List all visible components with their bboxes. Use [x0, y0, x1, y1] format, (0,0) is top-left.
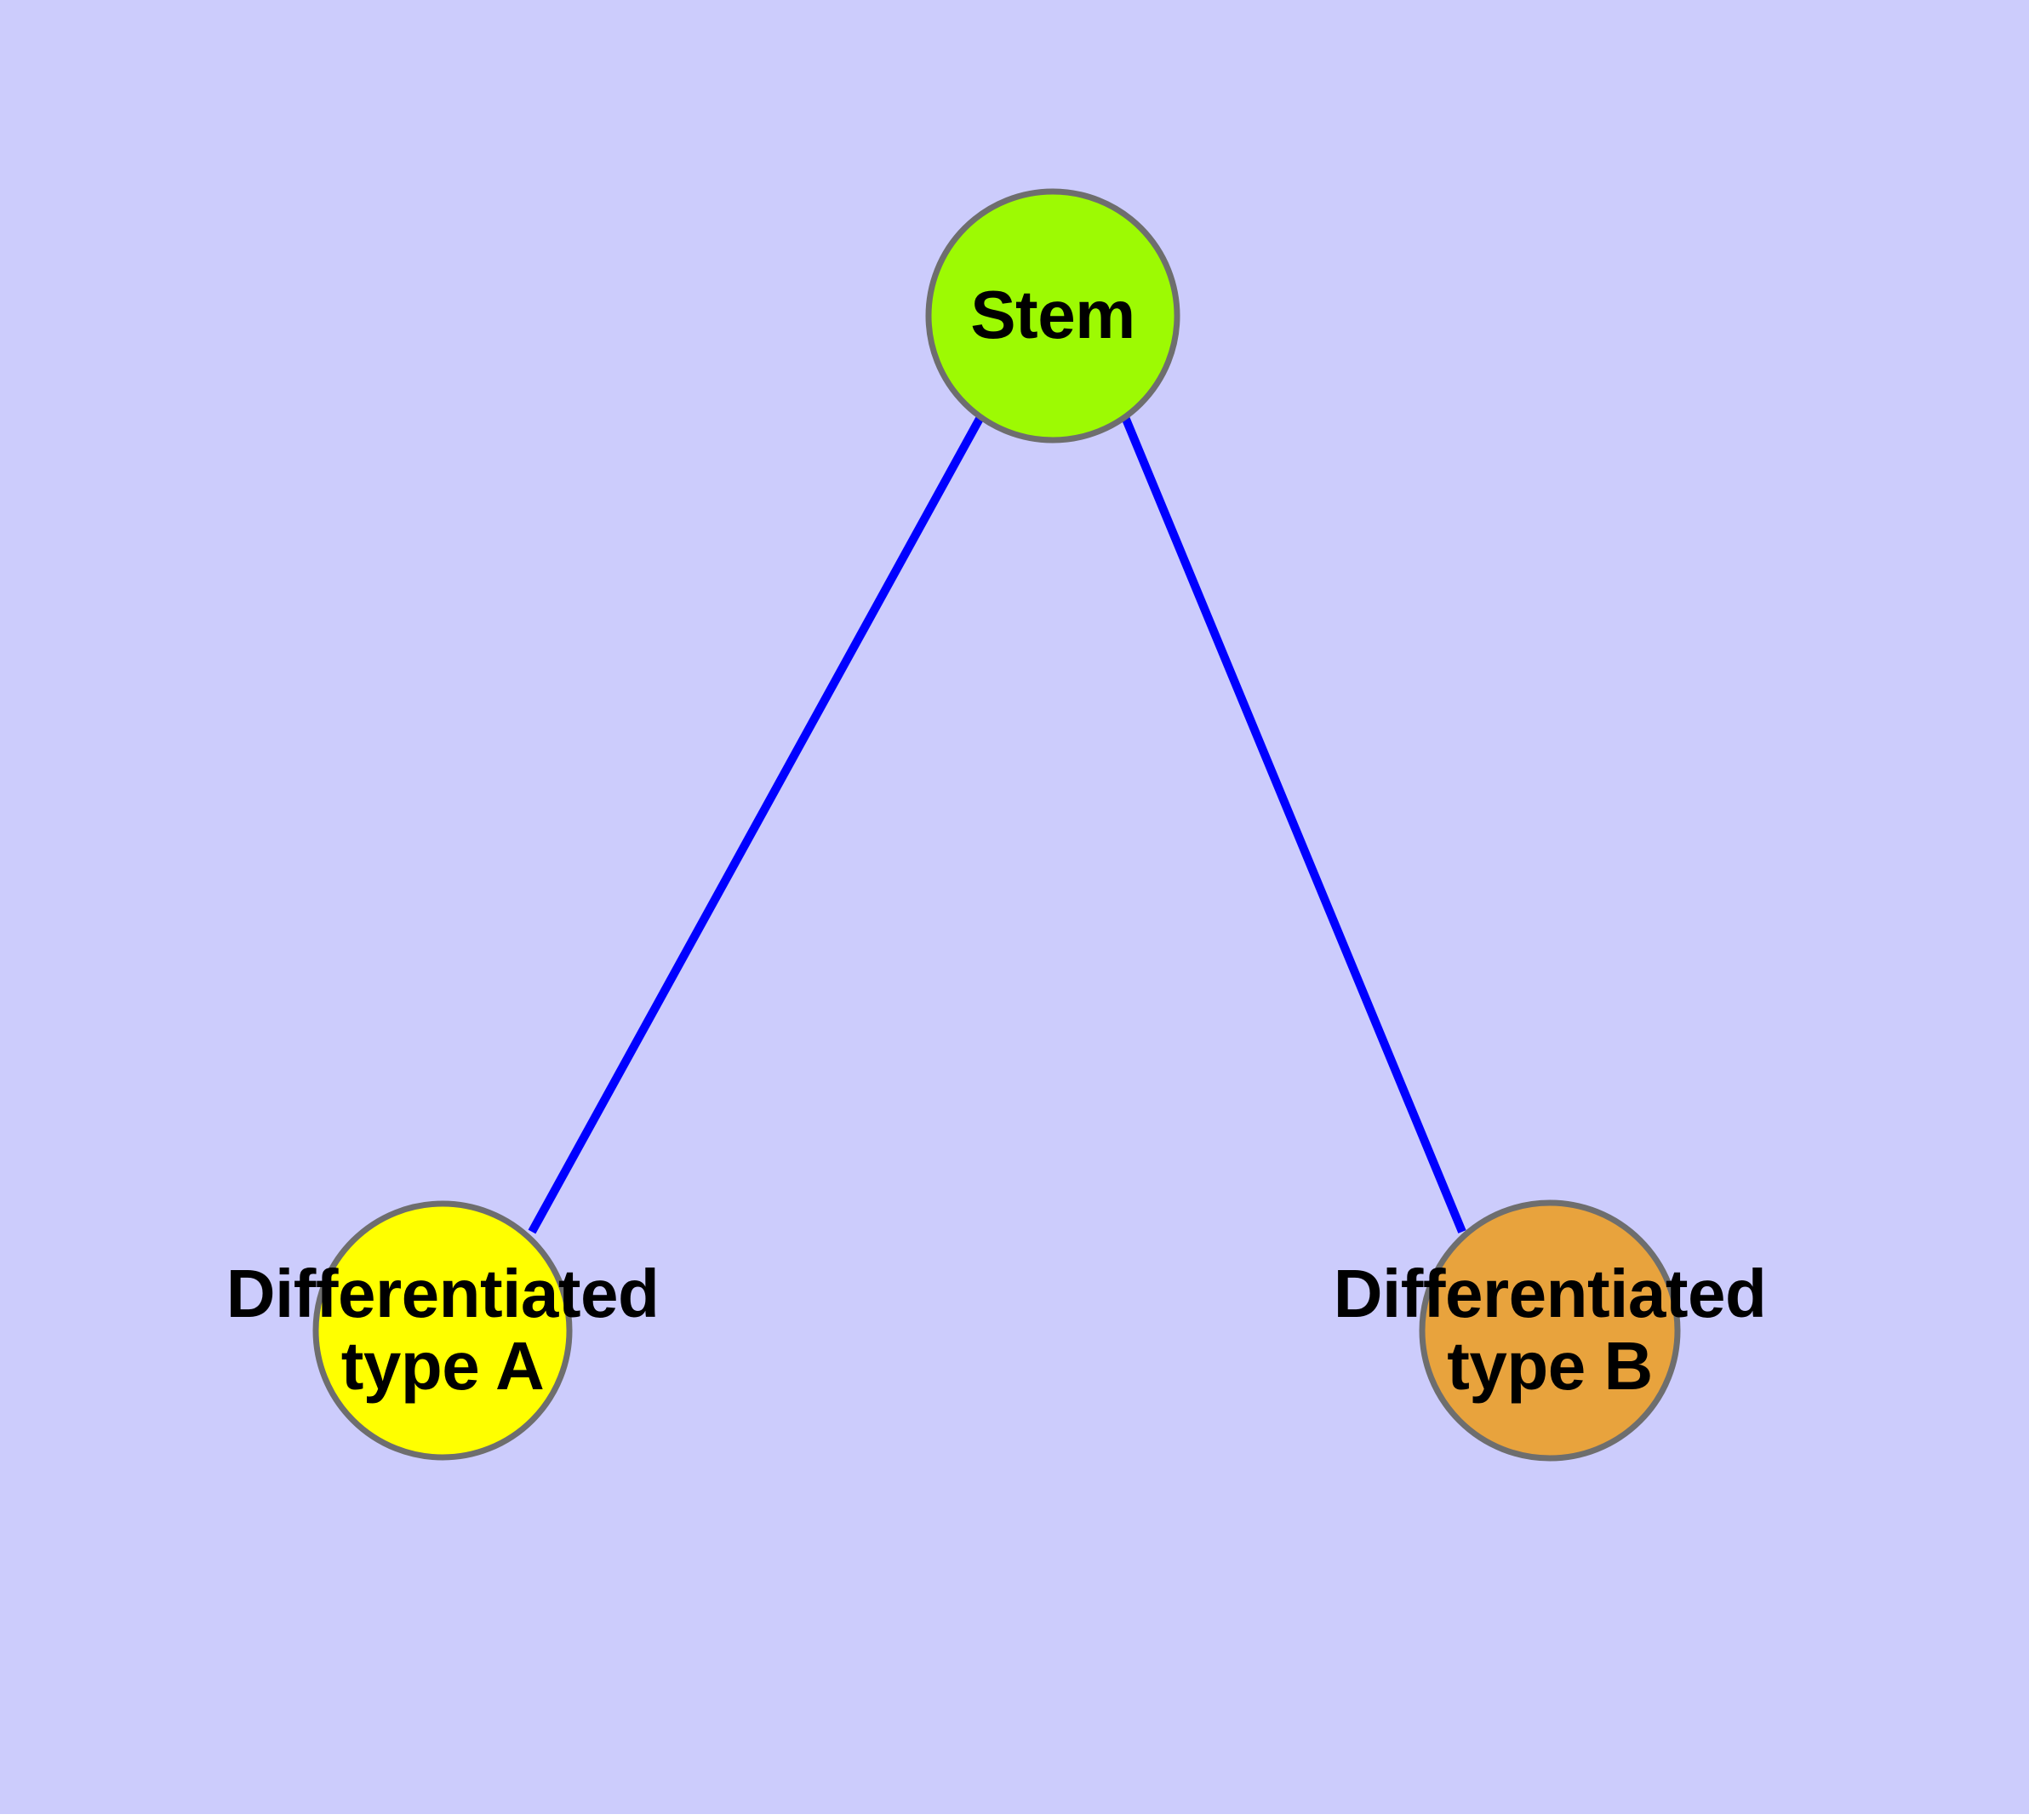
node-layer: [312, 188, 1681, 1462]
edge-stem-to-differentiated-type-b[interactable]: [1121, 415, 1466, 1233]
node-differentiated-type-a[interactable]: [312, 1200, 573, 1461]
edge-stem-to-differentiated-type-a[interactable]: [528, 415, 985, 1234]
edge-layer: [528, 415, 1466, 1234]
node-differentiated-type-b[interactable]: [1419, 1199, 1681, 1462]
node-stem[interactable]: [925, 188, 1180, 444]
